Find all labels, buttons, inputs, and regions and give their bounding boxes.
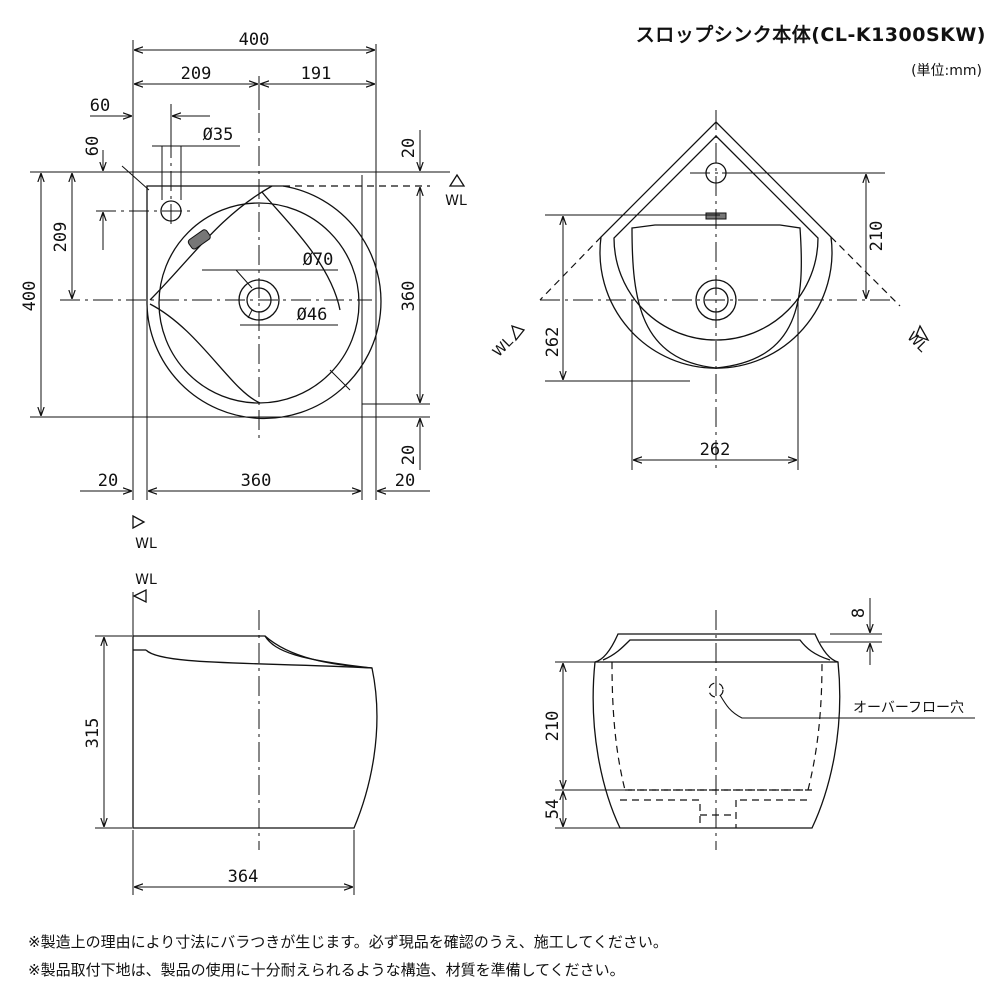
wl-marker-corner-right: WL bbox=[904, 329, 931, 356]
dim-drain-inner: Ø46 bbox=[297, 305, 328, 325]
unit-label: (単位:mm) bbox=[911, 63, 982, 79]
wl-marker-corner-left: WL bbox=[490, 334, 517, 361]
dim-overflow-height: 210 bbox=[543, 711, 563, 742]
dim-right-margin: 20 bbox=[395, 471, 415, 491]
side-view: WL 315 364 bbox=[83, 572, 378, 895]
corner-view: 210 262 262 WL WL bbox=[490, 110, 930, 470]
dim-base: 54 bbox=[543, 799, 563, 819]
note-1: ※製造上の理由により寸法にバラつきが生じます。必ず現品を確認のうえ、施工してくだ… bbox=[28, 933, 668, 951]
wl-marker-side: WL bbox=[135, 572, 157, 588]
dim-left-to-center: 209 bbox=[181, 64, 212, 84]
dim-corner-depth: 210 bbox=[867, 221, 887, 252]
dim-faucet-x: 60 bbox=[90, 96, 110, 116]
dim-drain-outer: Ø70 bbox=[303, 250, 334, 270]
drawing-title: スロップシンク本体(CL-K1300SKW) bbox=[635, 24, 986, 46]
dim-rim: 8 bbox=[849, 608, 869, 618]
dim-faucet-y: 60 bbox=[83, 136, 103, 156]
dim-center-to-right: 191 bbox=[301, 64, 332, 84]
wl-marker-right: WL bbox=[445, 193, 467, 209]
dim-faucet-hole: Ø35 bbox=[203, 125, 234, 145]
dim-inner-depth: 360 bbox=[399, 281, 419, 312]
overflow-hole-label: オーバーフロー穴 bbox=[853, 700, 964, 716]
dim-side-width: 364 bbox=[228, 867, 259, 887]
dim-left-margin: 20 bbox=[98, 471, 118, 491]
dim-overall-depth: 400 bbox=[20, 281, 40, 312]
dim-bottom-margin: 20 bbox=[399, 445, 419, 465]
front-view: 8 210 54 オーバーフロー穴 bbox=[543, 598, 975, 850]
dim-corner-side: 262 bbox=[543, 327, 563, 358]
wl-marker-bottom: WL bbox=[135, 536, 157, 552]
note-2: ※製品取付下地は、製品の使用に十分耐えられるような構造、材質を準備してください。 bbox=[28, 961, 625, 979]
top-view: 400 209 191 60 Ø35 60 209 400 20 360 20 … bbox=[20, 30, 467, 552]
dim-front-to-center: 209 bbox=[51, 222, 71, 253]
dim-inner-width: 360 bbox=[241, 471, 272, 491]
dim-top-margin: 20 bbox=[399, 138, 419, 158]
notes: ※製造上の理由により寸法にバラつきが生じます。必ず現品を確認のうえ、施工してくだ… bbox=[28, 928, 668, 984]
dim-corner-width: 262 bbox=[700, 440, 731, 460]
dim-side-height: 315 bbox=[83, 718, 103, 749]
dim-overall-width: 400 bbox=[239, 30, 270, 50]
